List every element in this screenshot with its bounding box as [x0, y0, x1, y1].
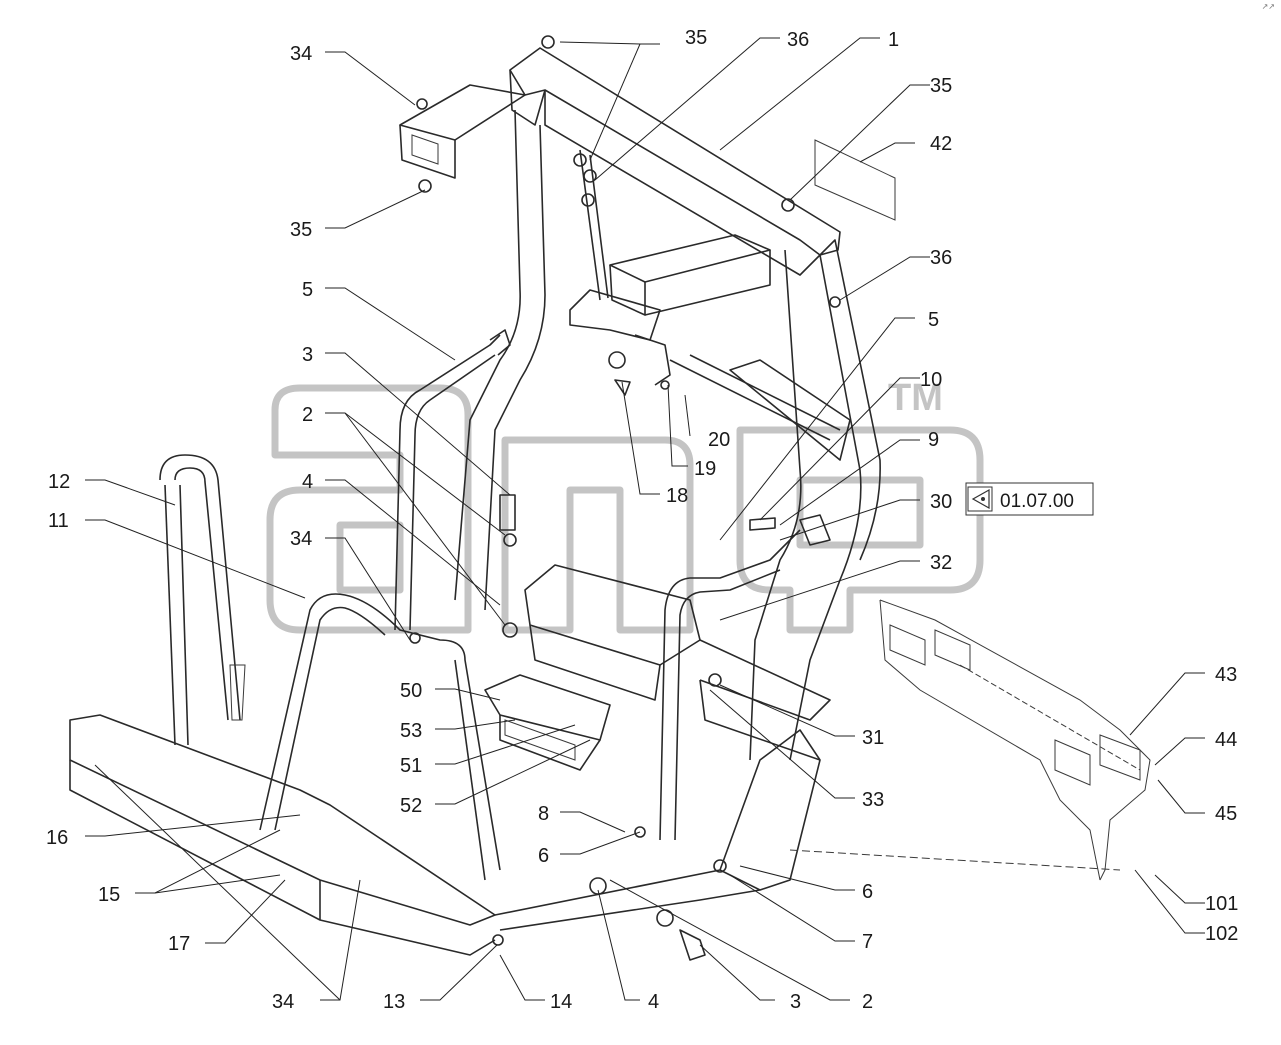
callout-14: 14: [550, 991, 572, 1013]
callout-101: 101: [1205, 893, 1238, 915]
roll-frame-drawing: [69, 35, 1151, 961]
callout-18: 18: [666, 485, 688, 507]
callout-35: 35: [290, 219, 312, 241]
callout-5: 5: [928, 309, 939, 331]
callout-6: 6: [538, 845, 549, 867]
callout-34: 34: [272, 991, 294, 1013]
callout-15: 15: [98, 884, 120, 906]
callout-4: 4: [648, 991, 659, 1013]
callout-10: 10: [920, 369, 942, 391]
callout-35: 35: [685, 27, 707, 49]
reference-box: 01.07.00: [965, 482, 1094, 516]
callout-44: 44: [1215, 729, 1237, 751]
callout-20: 20: [708, 429, 730, 451]
callout-2: 2: [302, 404, 313, 426]
callout-51: 51: [400, 755, 422, 777]
reference-label: 01.07.00: [1000, 491, 1074, 512]
callout-3: 3: [790, 991, 801, 1013]
callout-102: 102: [1205, 923, 1238, 945]
callout-16: 16: [46, 827, 68, 849]
corner-mark: ↗↗: [1261, 2, 1275, 11]
callout-35: 35: [930, 75, 952, 97]
watermark: TM: [266, 377, 984, 634]
callout-52: 52: [400, 795, 422, 817]
callout-labels: 34 35 36 1 35 42 35 36 5 5 3 10 2 20 9 1…: [46, 27, 1238, 1013]
callout-34: 34: [290, 528, 312, 550]
callout-7: 7: [862, 931, 873, 953]
callout-11: 11: [48, 510, 69, 532]
callout-1: 1: [888, 29, 899, 51]
callout-31: 31: [862, 727, 884, 749]
leader-lines: [85, 37, 1205, 1001]
callout-13: 13: [383, 991, 405, 1013]
callout-42: 42: [930, 133, 952, 155]
callout-5: 5: [302, 279, 313, 301]
callout-32: 32: [930, 552, 952, 574]
callout-17: 17: [168, 933, 190, 955]
callout-36: 36: [930, 247, 952, 269]
callout-3: 3: [302, 344, 313, 366]
callout-19: 19: [694, 458, 716, 480]
watermark-trademark: TM: [888, 377, 943, 419]
callout-12: 12: [48, 471, 70, 493]
callout-45: 45: [1215, 803, 1237, 825]
callout-33: 33: [862, 789, 884, 811]
callout-36: 36: [787, 29, 809, 51]
callout-6: 6: [862, 881, 873, 903]
callout-34: 34: [290, 43, 312, 65]
callout-43: 43: [1215, 664, 1237, 686]
callout-30: 30: [930, 491, 952, 513]
callout-50: 50: [400, 680, 422, 702]
callout-2: 2: [862, 991, 873, 1013]
callout-8: 8: [538, 803, 549, 825]
callout-9: 9: [928, 429, 939, 451]
callout-4: 4: [302, 471, 313, 493]
callout-53: 53: [400, 720, 422, 742]
